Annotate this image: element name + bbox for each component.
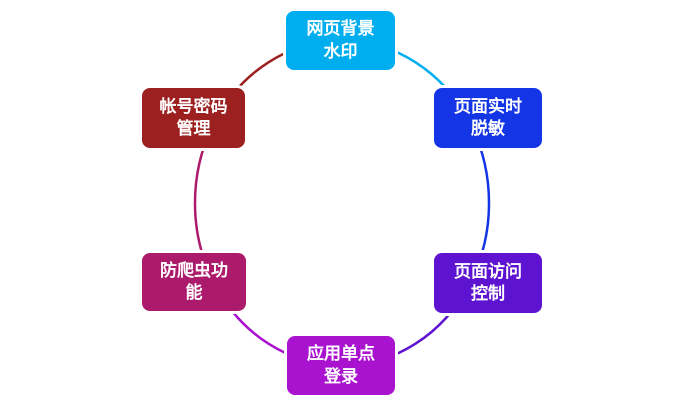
node-label-page-access-control: 页面访问 控制 (454, 261, 522, 304)
node-label-page-realtime-masking: 页面实时 脱敏 (454, 96, 522, 139)
node-web-background-watermark: 网页背景 水印 (283, 8, 398, 73)
node-app-single-sign-on: 应用单点 登录 (284, 333, 398, 398)
node-label-web-background-watermark: 网页背景 水印 (306, 19, 375, 62)
node-page-access-control: 页面访问 控制 (431, 250, 545, 316)
node-label-app-single-sign-on: 应用单点 登录 (307, 344, 375, 387)
node-account-password-mgmt: 帐号密码 管理 (139, 85, 248, 151)
node-label-account-password-mgmt: 帐号密码 管理 (159, 96, 228, 139)
node-page-realtime-masking: 页面实时 脱敏 (431, 85, 545, 151)
node-label-anti-crawler-function: 防爬虫功 能 (160, 260, 228, 303)
node-anti-crawler-function: 防爬虫功 能 (139, 250, 249, 314)
